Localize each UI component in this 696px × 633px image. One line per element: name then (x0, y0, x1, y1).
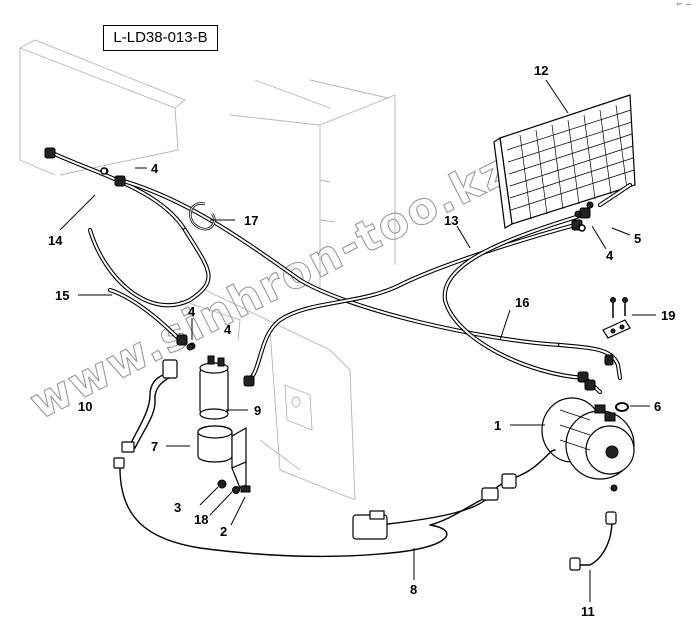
oring-6-part (615, 402, 629, 412)
callout-8: 8 (410, 582, 417, 597)
condenser-part (493, 94, 636, 229)
callout-18: 18 (194, 512, 208, 527)
hose-15-part (107, 177, 563, 348)
callout-4d: 4 (606, 248, 614, 263)
callout-4c: 4 (224, 322, 232, 337)
callout-7: 7 (151, 439, 158, 454)
bracket-7-part (197, 425, 247, 489)
callout-2: 2 (220, 524, 227, 539)
bolt-nut-parts (217, 479, 251, 494)
callout-6: 6 (654, 399, 661, 414)
callout-16: 16 (515, 295, 529, 310)
hose-13-part (247, 222, 578, 383)
callout-15: 15 (55, 288, 69, 303)
receiver-drier-part (199, 355, 229, 420)
washer-4-parts (100, 167, 586, 351)
callout-numbers: 1 2 3 4 4 4 4 5 6 7 8 9 10 11 12 13 14 1… (48, 63, 675, 619)
leader-lines (59, 79, 656, 602)
compressor-part (541, 397, 635, 492)
callout-11: 11 (581, 604, 595, 619)
callout-1: 1 (494, 418, 501, 433)
corner-mark: ⌐ ~ (676, 0, 692, 9)
watermark-text: www.sinhron-too.kz (22, 144, 518, 430)
callout-3: 3 (174, 500, 181, 515)
hose-16-part (442, 212, 623, 395)
callout-4a: 4 (151, 161, 159, 176)
callout-17: 17 (244, 213, 258, 228)
ghost-machine-body (18, 39, 396, 501)
callout-12: 12 (534, 63, 548, 78)
callout-14: 14 (48, 233, 63, 248)
harness-8-part (113, 449, 556, 558)
callout-4b: 4 (188, 304, 196, 319)
callout-9: 9 (254, 403, 261, 418)
callout-19: 19 (661, 308, 675, 323)
harness-10-part (121, 359, 178, 453)
callout-5: 5 (634, 231, 641, 246)
diagram-code-label: L-LD38-013-B (103, 25, 218, 51)
hose-14-part (47, 149, 211, 308)
callout-10: 10 (78, 399, 92, 414)
bracket-19-part (602, 297, 631, 339)
callout-13: 13 (444, 213, 458, 228)
sensor-11-part (569, 511, 617, 571)
